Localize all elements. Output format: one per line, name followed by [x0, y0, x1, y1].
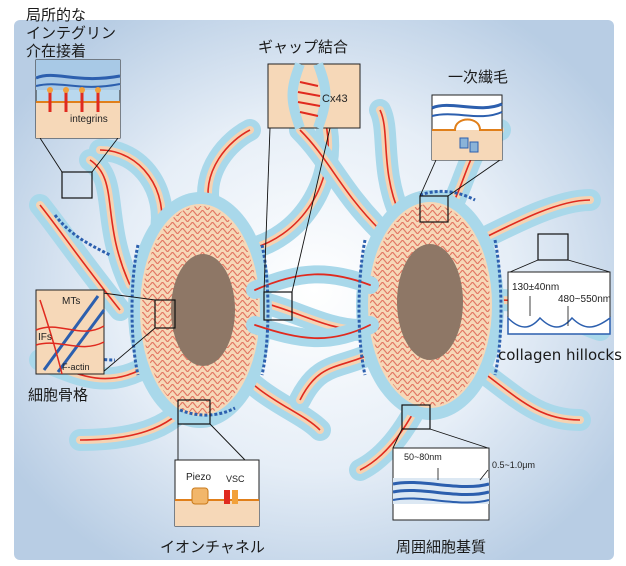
- piezo-label: Piezo: [186, 472, 211, 483]
- inset-collagen-hillocks: 130±40nm 480~550nm: [508, 272, 611, 334]
- mts-label: MTs: [62, 296, 80, 307]
- inset-ion-channels: Piezo VSC: [175, 460, 259, 526]
- integrins-label: integrins: [70, 114, 108, 125]
- ifs-label: IFs: [38, 332, 52, 343]
- integrin-title-line2: インテグリン: [26, 24, 116, 42]
- inset-primary-cilium: [432, 95, 502, 160]
- factin-label: F-actin: [62, 362, 90, 372]
- matrix-dim-1: 50~80nm: [404, 452, 442, 462]
- collagen-hillocks-title: collagen hillocks: [498, 346, 622, 364]
- inset-pericellular-matrix: 50~80nm: [393, 448, 489, 520]
- right-cell-nucleus: [397, 244, 463, 360]
- cytoskeleton-title: 細胞骨格: [28, 386, 88, 404]
- inset-gap-junction: Cx43: [268, 64, 360, 128]
- left-cell-nucleus: [171, 254, 235, 366]
- inset-integrins: integrins: [36, 60, 120, 138]
- integrin-title-line3: 介在接着: [26, 42, 86, 60]
- hillock-dim-2: 480~550nm: [558, 294, 611, 305]
- ion-channel-title: イオンチャネル: [160, 538, 265, 556]
- vsc-label: VSC: [226, 474, 245, 484]
- integrin-title-line1: 局所的な: [26, 6, 86, 24]
- gap-junction-title: ギャップ結合: [258, 38, 348, 56]
- cx43-label: Cx43: [322, 93, 348, 105]
- inset-cytoskeleton: MTs IFs F-actin: [36, 290, 104, 374]
- hillock-dim-1: 130±40nm: [512, 282, 559, 293]
- primary-cilium-title: 一次繊毛: [448, 68, 508, 86]
- matrix-dim-2: 0.5~1.0μm: [492, 460, 535, 470]
- pericellular-matrix-title: 周囲細胞基質: [396, 538, 486, 556]
